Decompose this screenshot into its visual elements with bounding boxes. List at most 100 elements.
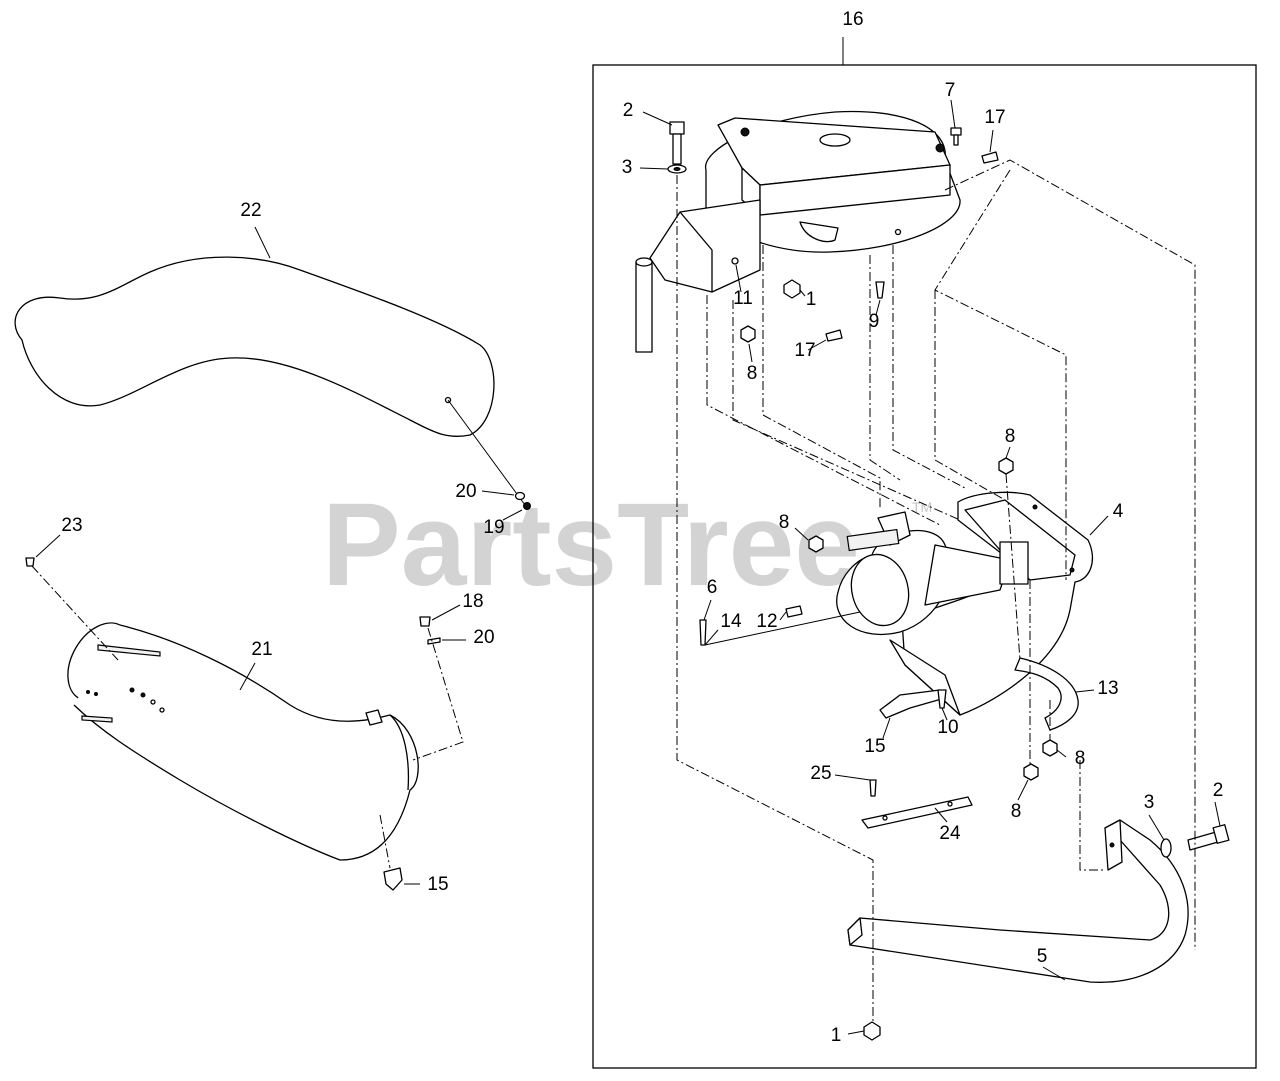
callout-19: 19 — [483, 517, 504, 538]
bolt-17-top[interactable] — [981, 151, 999, 164]
callout-24: 24 — [939, 823, 961, 844]
leader-6 — [703, 599, 712, 621]
washer-20-lower[interactable] — [427, 637, 441, 645]
bolt-10[interactable] — [937, 689, 947, 709]
clip-15-axis — [379, 814, 391, 869]
screw-18[interactable] — [419, 616, 431, 627]
leader-2b — [1214, 801, 1221, 827]
callout-18: 18 — [462, 591, 483, 612]
screw-25[interactable] — [869, 779, 877, 797]
watermark-text: PartsTree — [322, 479, 860, 611]
callout-11: 11 — [733, 288, 753, 309]
callout-12: 12 — [756, 611, 777, 632]
callout-3-right: 3 — [1144, 792, 1155, 813]
bolt-7[interactable] — [950, 127, 962, 146]
nut-8-upper[interactable] — [998, 457, 1014, 475]
lever-clip-mid[interactable] — [879, 689, 946, 719]
callout-1-top: 1 — [806, 289, 817, 310]
callout-20-lower: 20 — [473, 627, 494, 648]
washer-right[interactable] — [1160, 838, 1172, 858]
leader-18 — [431, 604, 461, 621]
bolt-9[interactable] — [875, 281, 885, 299]
nut-1-top[interactable] — [783, 279, 801, 299]
callout-8-c: 8 — [779, 512, 790, 533]
callout-7: 7 — [945, 80, 956, 101]
callout-16: 16 — [842, 9, 863, 30]
nut-1-bottom[interactable] — [863, 1021, 881, 1041]
leader-23 — [35, 534, 61, 558]
nut-19[interactable] — [523, 502, 531, 510]
nut-8-lower[interactable] — [1023, 763, 1039, 781]
leader-8b — [1005, 446, 1011, 459]
deflector-bracket[interactable] — [1014, 657, 1079, 731]
leader-17b — [807, 339, 827, 351]
screw-18-axis — [412, 627, 464, 761]
leader-1a — [799, 289, 806, 297]
callout-14: 14 — [720, 611, 742, 632]
leader-8a — [748, 343, 753, 363]
leader-19 — [502, 509, 523, 521]
callout-2-right: 2 — [1213, 780, 1224, 801]
leader-8c — [794, 527, 809, 541]
callout-8-e: 8 — [1011, 801, 1022, 822]
leader-20a — [481, 490, 515, 496]
callout-15-mid: 15 — [864, 736, 885, 757]
leader-4 — [1089, 515, 1109, 536]
leader-12 — [779, 611, 787, 621]
callout-2-top: 2 — [623, 100, 634, 121]
tube-upper[interactable] — [14, 256, 495, 437]
callout-9: 9 — [869, 311, 880, 332]
screw-23-axis — [31, 565, 119, 661]
callout-8-d: 8 — [1075, 748, 1086, 769]
chute-bolt-axis — [704, 611, 861, 646]
handle-bar[interactable] — [847, 819, 1189, 983]
callout-1-bottom: 1 — [831, 1025, 842, 1046]
tube-lower[interactable] — [55, 612, 419, 861]
callout-labels: 16 2 3 7 17 11 1 9 17 8 8 4 8 6 14 12 13… — [61, 9, 1223, 1046]
blower-housing-top[interactable] — [635, 110, 961, 353]
leader-17a — [989, 129, 994, 153]
assembly-lines — [676, 159, 1196, 1022]
watermark-trademark: TM — [912, 499, 932, 515]
callout-17-mid: 17 — [794, 340, 815, 361]
callout-13: 13 — [1097, 678, 1118, 699]
bolt-right[interactable] — [1187, 824, 1230, 851]
leader-2a — [642, 111, 673, 126]
washer-top[interactable] — [667, 164, 687, 174]
callout-3-top: 3 — [622, 157, 633, 178]
leader-13 — [1075, 689, 1095, 693]
callout-21: 21 — [251, 639, 272, 660]
bolt-top[interactable] — [669, 121, 685, 165]
bolt-6[interactable] — [699, 619, 707, 646]
mounting-strap[interactable] — [861, 796, 973, 829]
callout-10: 10 — [937, 717, 958, 738]
nut-8-right[interactable] — [1042, 739, 1058, 757]
leader-25 — [834, 774, 871, 781]
callout-15-lower: 15 — [427, 874, 448, 895]
screw-23[interactable] — [25, 557, 35, 567]
callout-22: 22 — [240, 200, 261, 221]
nut-8-top[interactable] — [740, 325, 756, 343]
leader-7 — [950, 99, 956, 129]
leader-8e — [1017, 779, 1029, 801]
assembly-group-box — [592, 64, 1257, 1069]
washer-20-upper[interactable] — [514, 491, 526, 501]
nut-8-left[interactable] — [808, 535, 824, 553]
discharge-chute[interactable] — [836, 491, 1093, 716]
callout-6: 6 — [707, 577, 718, 598]
leader-19-line — [447, 399, 526, 506]
callout-8-b: 8 — [1005, 426, 1016, 447]
screw-12[interactable] — [785, 605, 803, 618]
leader-3a — [639, 167, 669, 170]
leader-15a — [882, 717, 891, 739]
leader-10 — [941, 707, 948, 721]
callout-4: 4 — [1113, 501, 1124, 522]
bolt-17-mid[interactable] — [825, 329, 843, 342]
leader-5 — [1042, 966, 1066, 981]
callout-25: 25 — [810, 763, 831, 784]
leader-1b — [847, 1030, 865, 1035]
clip-15-lower[interactable] — [383, 867, 403, 891]
callout-23: 23 — [61, 515, 82, 536]
leader-3b — [1148, 814, 1165, 841]
